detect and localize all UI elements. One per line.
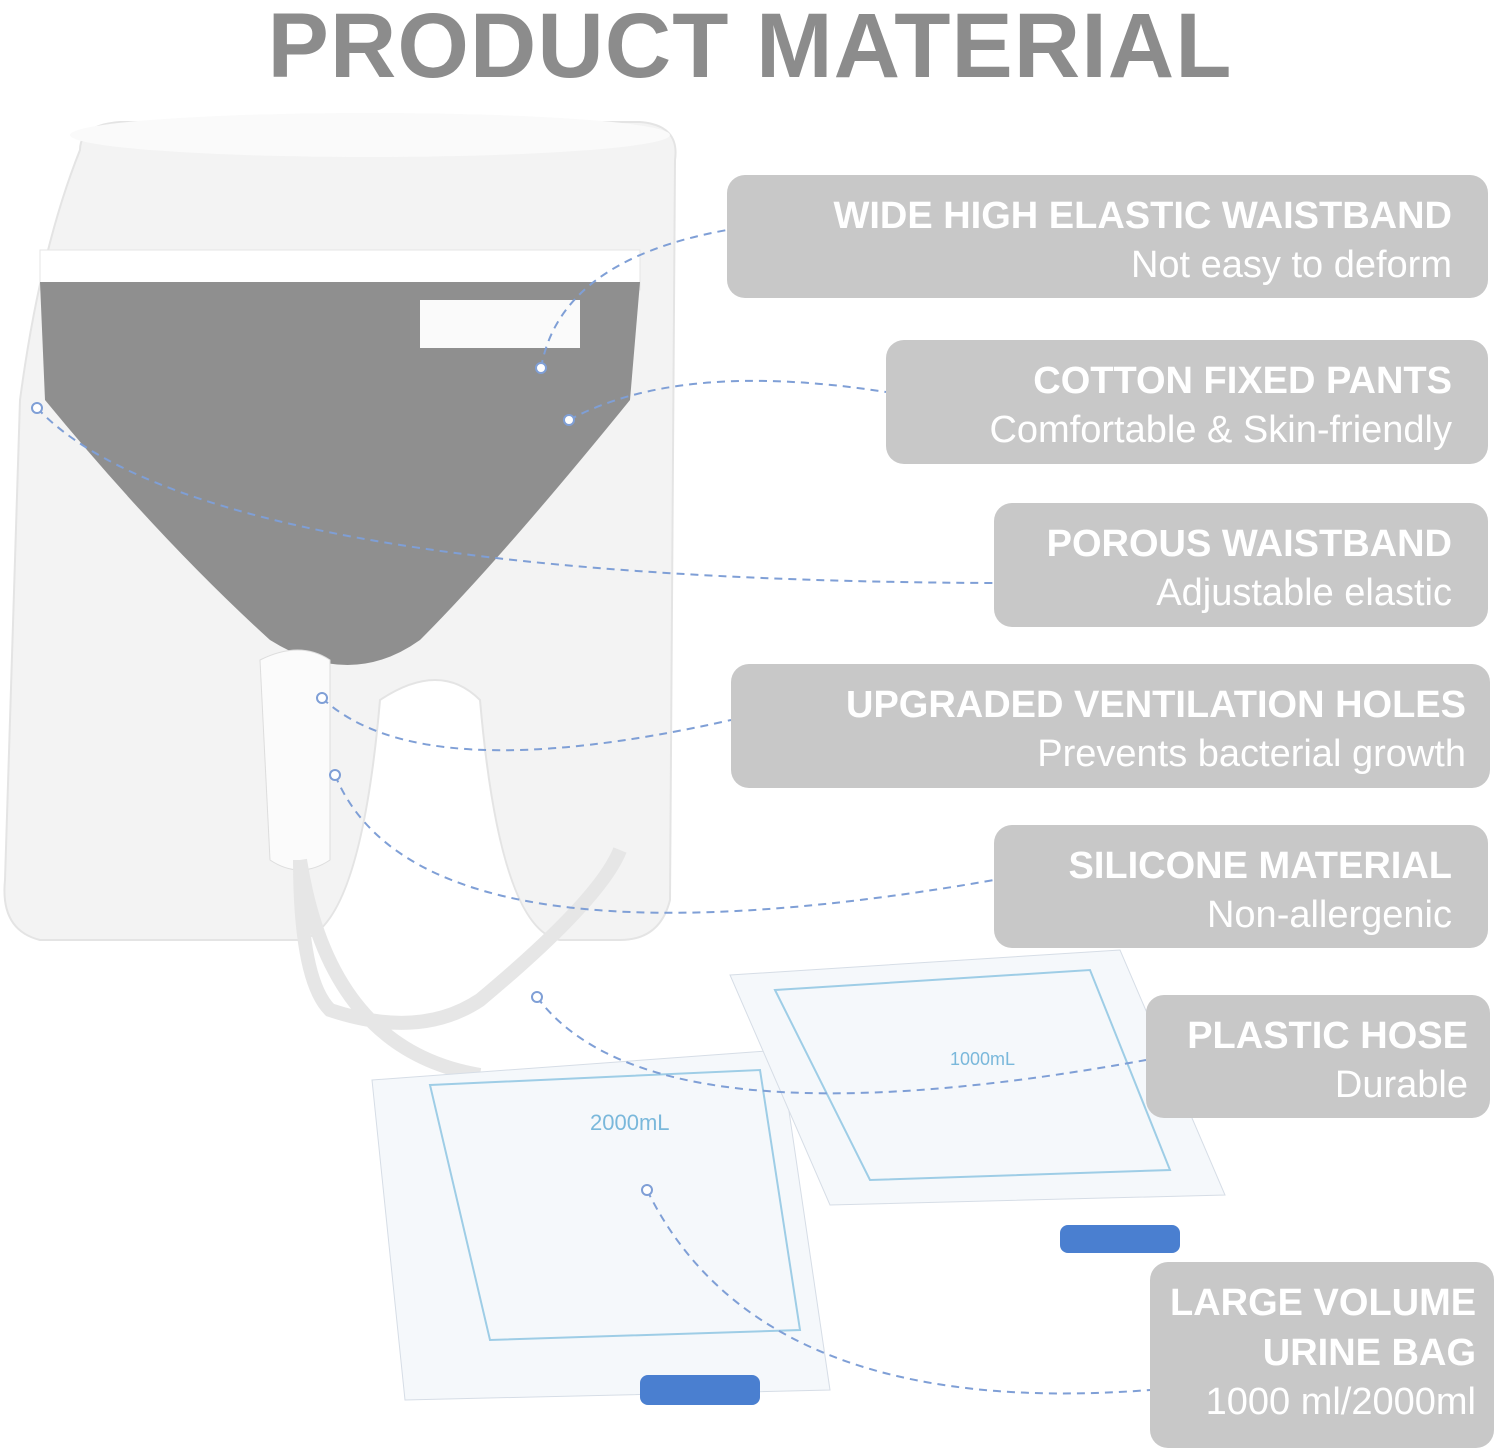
feature-subtitle: 1000 ml/2000ml xyxy=(1205,1381,1476,1423)
leader-dots xyxy=(31,362,653,1196)
svg-text:1000mL: 1000mL xyxy=(950,1049,1015,1069)
feature-heading: UPGRADED VENTILATION HOLES xyxy=(846,684,1466,726)
fabric-brief xyxy=(40,282,640,665)
feature-porous-waistband: POROUS WAISTBAND Adjustable elastic xyxy=(994,503,1488,627)
feature-hose: PLASTIC HOSE Durable xyxy=(1146,995,1490,1118)
feature-heading: PLASTIC HOSE xyxy=(1187,1015,1468,1057)
feature-subtitle: Prevents bacterial growth xyxy=(1037,733,1466,775)
silicone-cup xyxy=(259,649,331,871)
feature-subtitle: Comfortable & Skin-friendly xyxy=(989,409,1452,451)
feature-heading: WIDE HIGH ELASTIC WAISTBAND xyxy=(833,195,1452,237)
feature-heading: SILICONE MATERIAL xyxy=(1068,845,1452,887)
feature-subtitle: Not easy to deform xyxy=(1130,244,1452,286)
velcro-strap xyxy=(420,300,580,348)
svg-text:2000mL: 2000mL xyxy=(590,1110,670,1135)
urine-bag-large: 2000mL xyxy=(371,1049,831,1405)
feature-waistband: WIDE HIGH ELASTIC WAISTBAND Not easy to … xyxy=(727,175,1488,298)
feature-silicone: SILICONE MATERIAL Non-allergenic xyxy=(994,825,1488,948)
plastic-hose xyxy=(293,847,627,1082)
feature-subtitle: Non-allergenic xyxy=(1206,894,1452,936)
feature-heading: POROUS WAISTBAND xyxy=(1046,523,1452,565)
feature-subtitle: Durable xyxy=(1334,1064,1468,1106)
feature-urine-bag: LARGE VOLUME URINE BAG 1000 ml/2000ml xyxy=(1150,1262,1494,1448)
feature-heading: COTTON FIXED PANTS xyxy=(1033,360,1452,402)
feature-cotton-pants: COTTON FIXED PANTS Comfortable & Skin-fr… xyxy=(886,340,1488,464)
page-title: PRODUCT MATERIAL xyxy=(267,0,1233,97)
feature-subtitle: Adjustable elastic xyxy=(1156,572,1452,614)
leader-lines xyxy=(36,229,1151,1395)
feature-ventilation: UPGRADED VENTILATION HOLES Prevents bact… xyxy=(731,664,1490,788)
urine-bag-small: 1000mL xyxy=(729,949,1226,1253)
feature-heading-line2: URINE BAG xyxy=(1262,1332,1476,1374)
feature-heading: LARGE VOLUME xyxy=(1170,1282,1477,1324)
